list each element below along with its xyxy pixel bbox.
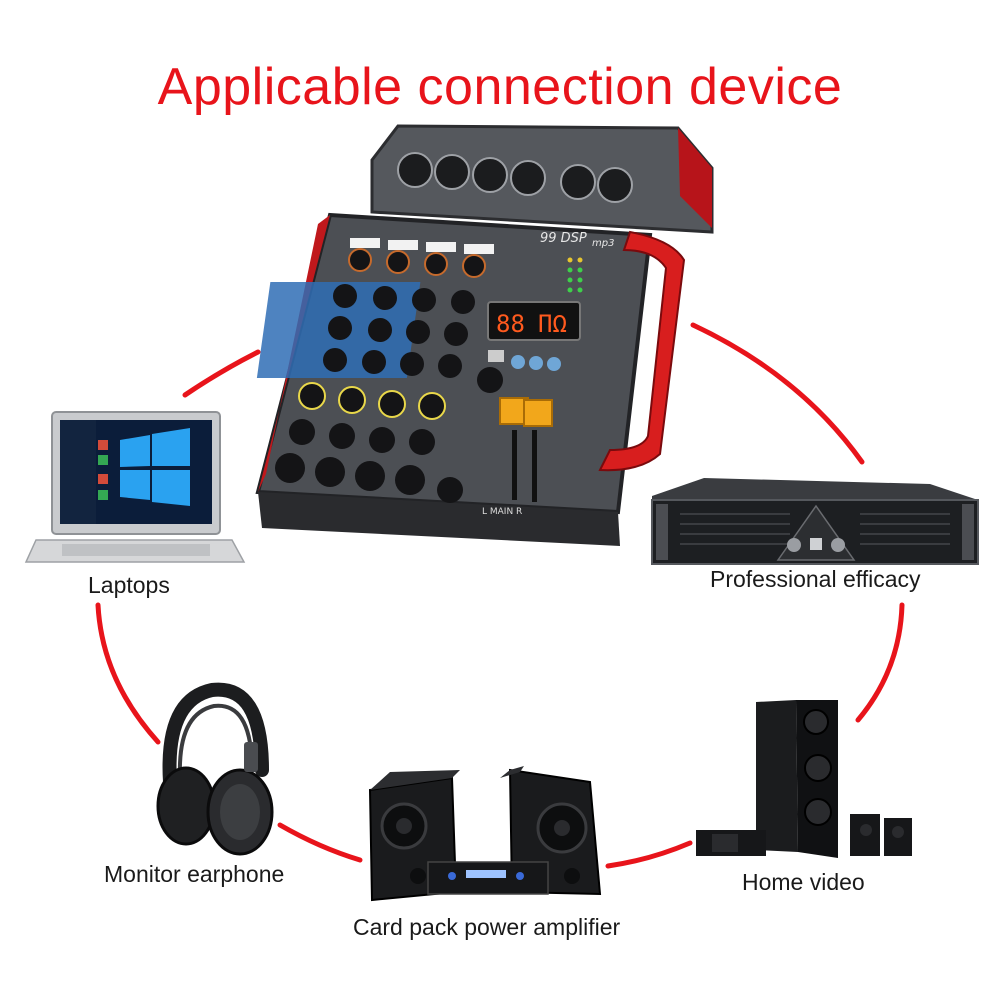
device-label-monitor-earphone: Monitor earphone — [104, 861, 285, 887]
ring-arc-laptop-headphone — [95, 602, 161, 745]
mixer-display-digits: 88 — [496, 310, 525, 338]
device-label-home-video: Home video — [742, 869, 865, 895]
ring-arc-amp-speakers — [855, 602, 905, 723]
ring-arc-mixer-amp — [690, 322, 865, 465]
mixer-mp3-badge: mp3 — [592, 238, 614, 249]
ring-arc-card-home — [605, 840, 693, 869]
mixer-brand: 99 DSP — [540, 231, 587, 246]
mixer-display-mode: ΠΩ — [538, 310, 567, 338]
ring-arc-headphone-card — [277, 822, 363, 863]
mixer-main-label: L MAIN R — [482, 507, 522, 517]
device-label-card-pack-power-amplifier: Card pack power amplifier — [353, 914, 621, 940]
device-label-laptops: Laptops — [88, 572, 170, 598]
device-label-professional-efficacy: Professional efficacy — [710, 566, 921, 592]
ring-arc-mixer-laptop — [182, 349, 261, 398]
page-title: Applicable connection device — [157, 57, 843, 116]
